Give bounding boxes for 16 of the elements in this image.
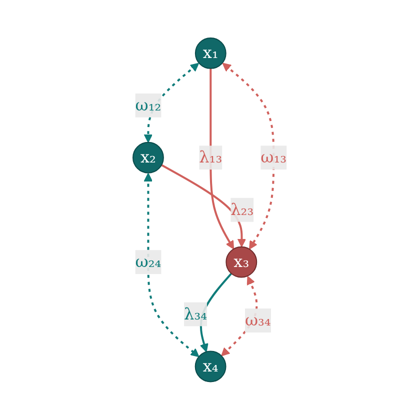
edge-label: λ₃₄: [184, 304, 208, 324]
edge-label: ω₁₂: [136, 96, 162, 115]
edge-label: ω₃₄: [245, 310, 272, 330]
node-circle: x₄: [195, 350, 226, 382]
node-circle: x₃: [226, 246, 258, 278]
edge-label: λ₁₃: [199, 148, 222, 167]
arrow: [200, 272, 232, 352]
arrow: [222, 62, 275, 250]
node-circle: x₁: [195, 38, 227, 70]
edge-label: ω₂₄: [136, 252, 162, 272]
arrow: [210, 68, 234, 250]
node-circle: x₂: [132, 142, 164, 174]
edge-label: λ₂₃: [230, 200, 254, 219]
arrow: [144, 173, 200, 358]
edge-label: ω₁₃: [260, 148, 287, 167]
arrow: [161, 164, 246, 248]
